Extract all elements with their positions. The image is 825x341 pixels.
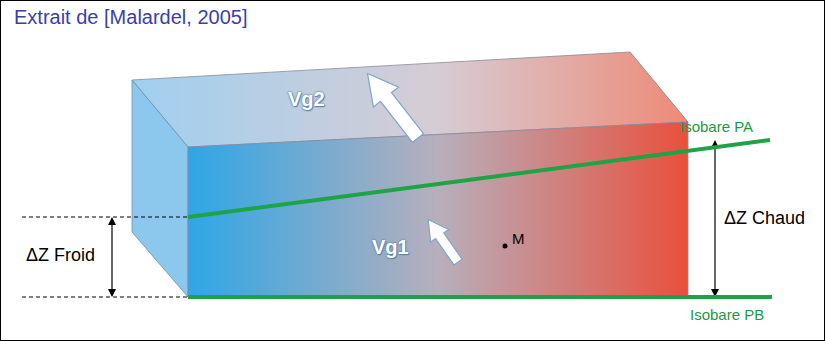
isobare-line <box>188 140 770 217</box>
dimension-label: ΔZ Froid <box>26 245 95 266</box>
dimension-label: ΔZ Chaud <box>724 208 805 229</box>
left-face <box>132 80 188 297</box>
point-label: M <box>512 230 525 247</box>
arrow-head <box>108 217 116 225</box>
wind-arrow <box>355 64 431 148</box>
isobare-line <box>188 295 772 299</box>
dashed-line <box>22 297 188 298</box>
isobare-label: Isobare PA <box>680 118 753 135</box>
wind-label: Vg2 <box>288 88 325 111</box>
dimension-arrow <box>111 221 112 293</box>
dashed-line <box>22 217 188 218</box>
isobare-label: Isobare PB <box>690 306 764 323</box>
dimension-arrow <box>714 144 715 293</box>
arrow-head <box>108 289 116 297</box>
wind-arrow <box>419 213 467 268</box>
source-title: Extrait de [Malardel, 2005] <box>14 6 247 29</box>
front-face <box>188 122 688 297</box>
point-dot <box>503 244 508 249</box>
wind-label: Vg1 <box>372 236 409 259</box>
